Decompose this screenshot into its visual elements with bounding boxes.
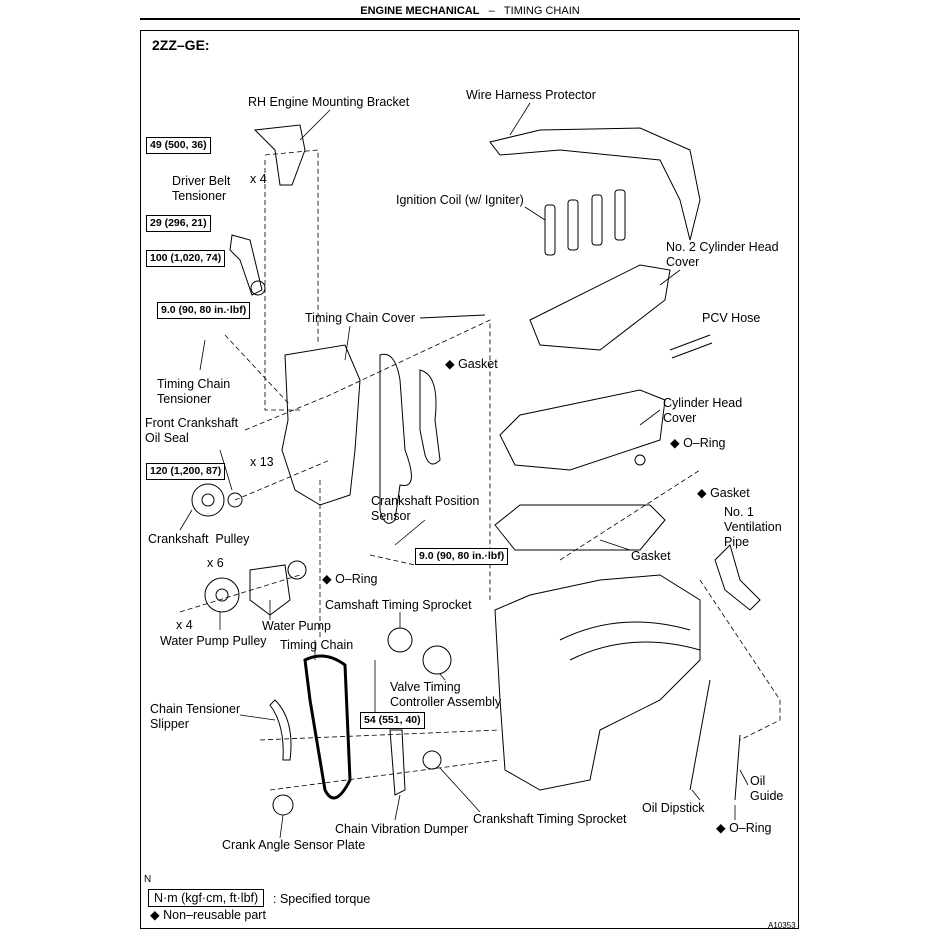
figure-id: A10353 [768, 921, 796, 930]
label-cam-sprocket: Camshaft Timing Sprocket [325, 598, 472, 612]
engine-block-shape [494, 574, 701, 791]
label-gasket-head: Gasket [631, 549, 671, 563]
torque-box: 29 (296, 21) [146, 215, 211, 232]
driver-belt-tensioner [229, 234, 263, 296]
label-oring-guide: ◆ O–Ring [716, 821, 772, 835]
pcv-hose [669, 334, 713, 359]
header-section: ENGINE MECHANICAL [360, 5, 480, 17]
label-rh-mount: RH Engine Mounting Bracket [248, 95, 410, 109]
cam-sprocket-shape [387, 627, 413, 653]
label-oil-guide: Oil Guide [750, 774, 784, 803]
rh-mount-bracket [253, 124, 306, 186]
label-chain-tensioner: Timing Chain Tensioner [157, 377, 231, 406]
label-no2-head-cover: No. 2 Cylinder Head Cover [666, 240, 779, 269]
label-gasket-cover: ◆ Gasket [445, 357, 498, 371]
water-pump-pulley-shape [204, 577, 240, 613]
label-oring-pump: ◆ O–Ring [322, 572, 378, 586]
label-vvt: Valve Timing Controller Assembly [390, 680, 502, 709]
crank-sprocket-shape [422, 750, 442, 770]
crank-angle-plate-shape [272, 794, 294, 816]
header-rule [140, 18, 800, 20]
label-x6: x 6 [207, 556, 224, 570]
label-vent-pipe: No. 1 Ventilation Pipe [724, 505, 782, 549]
torque-box: 9.0 (90, 80 in.·lbf) [415, 548, 509, 565]
label-crank-angle-plate: Crank Angle Sensor Plate [222, 838, 366, 852]
legend-nonreusable: ◆ Non–reusable part [150, 908, 266, 922]
timing-chain-cover-shape [281, 344, 361, 506]
label-front-seal: Front Crankshaft Oil Seal [145, 416, 239, 445]
header-topic: TIMING CHAIN [503, 5, 580, 17]
label-oring-head: ◆ O–Ring [670, 436, 726, 450]
label-timing-chain: Timing Chain [280, 638, 354, 652]
label-pcv-hose: PCV Hose [702, 311, 761, 325]
timing-chain-shape [303, 654, 352, 800]
label-timing-chain-cover: Timing Chain Cover [305, 311, 415, 325]
no2-head-cover-shape [529, 264, 671, 351]
oil-dipstick-shape [689, 679, 741, 801]
ignition-coils [544, 189, 626, 256]
label-x13: x 13 [250, 455, 274, 469]
header-separator: – [488, 5, 495, 17]
torque-box: 54 (551, 40) [360, 712, 425, 729]
cylinder-head-cover-shape [499, 389, 666, 471]
label-gasket-vent: ◆ Gasket [697, 486, 750, 500]
torque-box: 120 (1,200, 87) [146, 463, 226, 480]
crankshaft-pulley-shape [191, 483, 225, 517]
slipper-shape [269, 699, 292, 761]
label-wire-harness: Wire Harness Protector [466, 88, 596, 102]
label-crank-pulley: Crankshaft Pulley [148, 532, 250, 546]
label-head-cover: Cylinder Head Cover [663, 396, 743, 425]
head-gasket-shape [494, 504, 666, 551]
label-crank-sprocket: Crankshaft Timing Sprocket [473, 812, 627, 826]
rod [419, 314, 486, 319]
leader-lines [179, 102, 749, 839]
torque-box: 49 (500, 36) [146, 137, 211, 154]
label-driver-belt: Driver Belt Tensioner [172, 174, 231, 203]
figure-frame [140, 30, 799, 929]
page-header: ENGINE MECHANICAL – TIMING CHAIN [140, 5, 800, 17]
wire-harness-protector [489, 127, 701, 241]
water-pump-shape [249, 564, 291, 616]
legend-n-mark: N [144, 874, 152, 885]
vvt-shape [422, 645, 452, 675]
vibration-damper-shape [389, 729, 406, 796]
label-ignition-coil: Ignition Coil (w/ Igniter) [396, 193, 524, 207]
label-slipper: Chain Tensioner Slipper [150, 702, 241, 731]
torque-box: 100 (1,020, 74) [146, 250, 226, 267]
label-water-pump: Water Pump [262, 619, 332, 633]
legend-unit-desc: : Specified torque [273, 892, 371, 906]
assembly-lines [179, 149, 781, 791]
engine-code: 2ZZ–GE: [152, 37, 210, 53]
cover-gasket-shape [379, 353, 412, 524]
label-vib-damper: Chain Vibration Dumper [335, 822, 469, 836]
label-x4-pump: x 4 [176, 618, 193, 632]
ventilation-pipe-shape [714, 544, 761, 611]
label-water-pump-pulley: Water Pump Pulley [160, 634, 267, 648]
torque-box: 9.0 (90, 80 in.·lbf) [157, 302, 251, 319]
label-oil-dipstick: Oil Dipstick [642, 801, 705, 815]
label-crank-pos-sensor: Crankshaft Position Sensor [371, 494, 480, 523]
legend-unit-box: N·m (kgf·cm, ft·lbf) [148, 889, 265, 907]
label-x4-top: x 4 [250, 172, 267, 186]
